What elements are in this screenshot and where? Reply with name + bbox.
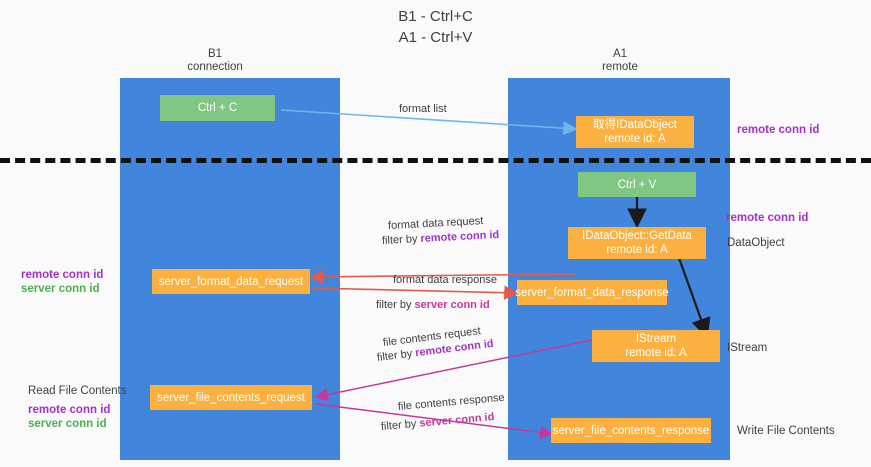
note-left-server-conn-id-bottom: server conn id xyxy=(28,417,107,432)
note-write-file-contents-text: Write File Contents xyxy=(737,425,835,437)
box-get-dataobject-line-1: 取得IDataObject xyxy=(593,119,677,131)
note-istream: IStream xyxy=(727,341,767,356)
filter-prefix: filter by xyxy=(376,347,416,364)
box-istream-line-2: remote id: A xyxy=(625,347,687,359)
filter-prefix: filter by xyxy=(376,299,415,311)
filter-key-remote-conn-id: remote conn id xyxy=(420,228,500,245)
box-server-file-contents-response-label: server_file_contents_response xyxy=(552,424,710,437)
arrow-label-format-list-text: format list xyxy=(399,103,447,115)
box-server-format-data-request-label: server_format_data_request xyxy=(158,275,304,288)
box-server-file-contents-request-label: server_file_contents_request xyxy=(157,391,305,404)
box-istream[interactable]: IStream remote id: A xyxy=(592,330,720,362)
box-idataobject-getdata-line-2: remote id: A xyxy=(606,244,668,256)
note-left-server-conn-id-mid: server conn id xyxy=(21,282,100,297)
lane-header-a1-name: A1 xyxy=(612,48,628,60)
lane-header-b1-sub: connection xyxy=(187,61,243,73)
box-idataobject-getdata[interactable]: IDataObject::GetData remote id: A xyxy=(568,227,706,259)
note-read-file-contents: Read File Contents xyxy=(28,384,126,399)
box-server-file-contents-request[interactable]: server_file_contents_request xyxy=(150,385,312,410)
lane-header-a1: A1 remote xyxy=(560,48,680,74)
note-left-remote-conn-id-mid: remote conn id xyxy=(21,268,103,283)
box-server-file-contents-response[interactable]: server_file_contents_response xyxy=(551,418,711,443)
diagram-title: B1 - Ctrl+C A1 - Ctrl+V xyxy=(0,6,871,48)
box-get-dataobject-line-2: remote id: A xyxy=(604,133,666,145)
note-remote-conn-id-mid: remote conn id xyxy=(726,211,808,226)
phase-divider xyxy=(0,158,871,163)
box-ctrl-c[interactable]: Ctrl + C xyxy=(160,95,275,121)
box-idataobject-getdata-line-1: IDataObject::GetData xyxy=(582,230,692,242)
filter-key-server-conn-id: server conn id xyxy=(414,299,490,311)
note-left-remote-conn-id-mid-text: remote conn id xyxy=(21,269,104,281)
lane-header-b1: B1 connection xyxy=(155,48,275,74)
note-istream-text: IStream xyxy=(727,342,768,354)
box-server-format-data-request[interactable]: server_format_data_request xyxy=(152,269,310,294)
lane-header-b1-name: B1 xyxy=(207,48,223,60)
note-left-server-conn-id-mid-text: server conn id xyxy=(21,283,100,295)
box-ctrl-c-label: Ctrl + C xyxy=(197,102,238,114)
lane-header-a1-sub: remote xyxy=(602,61,638,73)
filter-key-server-conn-id: server conn id xyxy=(418,411,495,430)
filter-prefix: filter by xyxy=(380,417,420,433)
diagram-title-line-1: B1 - Ctrl+C xyxy=(398,8,473,25)
note-read-file-contents-text: Read File Contents xyxy=(28,385,127,397)
note-remote-conn-id-mid-text: remote conn id xyxy=(726,212,809,224)
note-left-remote-conn-id-bottom-text: remote conn id xyxy=(28,404,111,416)
note-left-server-conn-id-bottom-text: server conn id xyxy=(28,418,107,430)
box-get-dataobject[interactable]: 取得IDataObject remote id: A xyxy=(576,116,694,148)
note-dataobject: DataObject xyxy=(727,236,785,251)
note-dataobject-text: DataObject xyxy=(727,237,785,249)
diagram-title-line-2: A1 - Ctrl+V xyxy=(398,29,473,46)
note-remote-conn-id-top-text: remote conn id xyxy=(737,124,820,136)
box-ctrl-v[interactable]: Ctrl + V xyxy=(578,172,696,197)
box-ctrl-v-label: Ctrl + V xyxy=(617,178,657,191)
note-remote-conn-id-top: remote conn id xyxy=(737,123,819,138)
arrow-label-format-data-response: format data response xyxy=(393,273,497,287)
box-server-format-data-response-label: server_format_data_response xyxy=(515,286,669,299)
arrow-label-format-list: format list xyxy=(399,102,447,116)
box-server-format-data-response[interactable]: server_format_data_response xyxy=(515,280,669,305)
arrow-label-format-data-response-filter: filter by server conn id xyxy=(376,298,490,312)
box-istream-line-1: IStream xyxy=(635,333,677,345)
arrow-label-format-data-response-text: format data response xyxy=(393,274,497,286)
note-left-remote-conn-id-bottom: remote conn id xyxy=(28,403,110,418)
arrow-label-file-contents-response-filter: filter by server conn id xyxy=(380,410,495,434)
note-write-file-contents: Write File Contents xyxy=(737,424,835,439)
filter-prefix: filter by xyxy=(381,232,421,247)
